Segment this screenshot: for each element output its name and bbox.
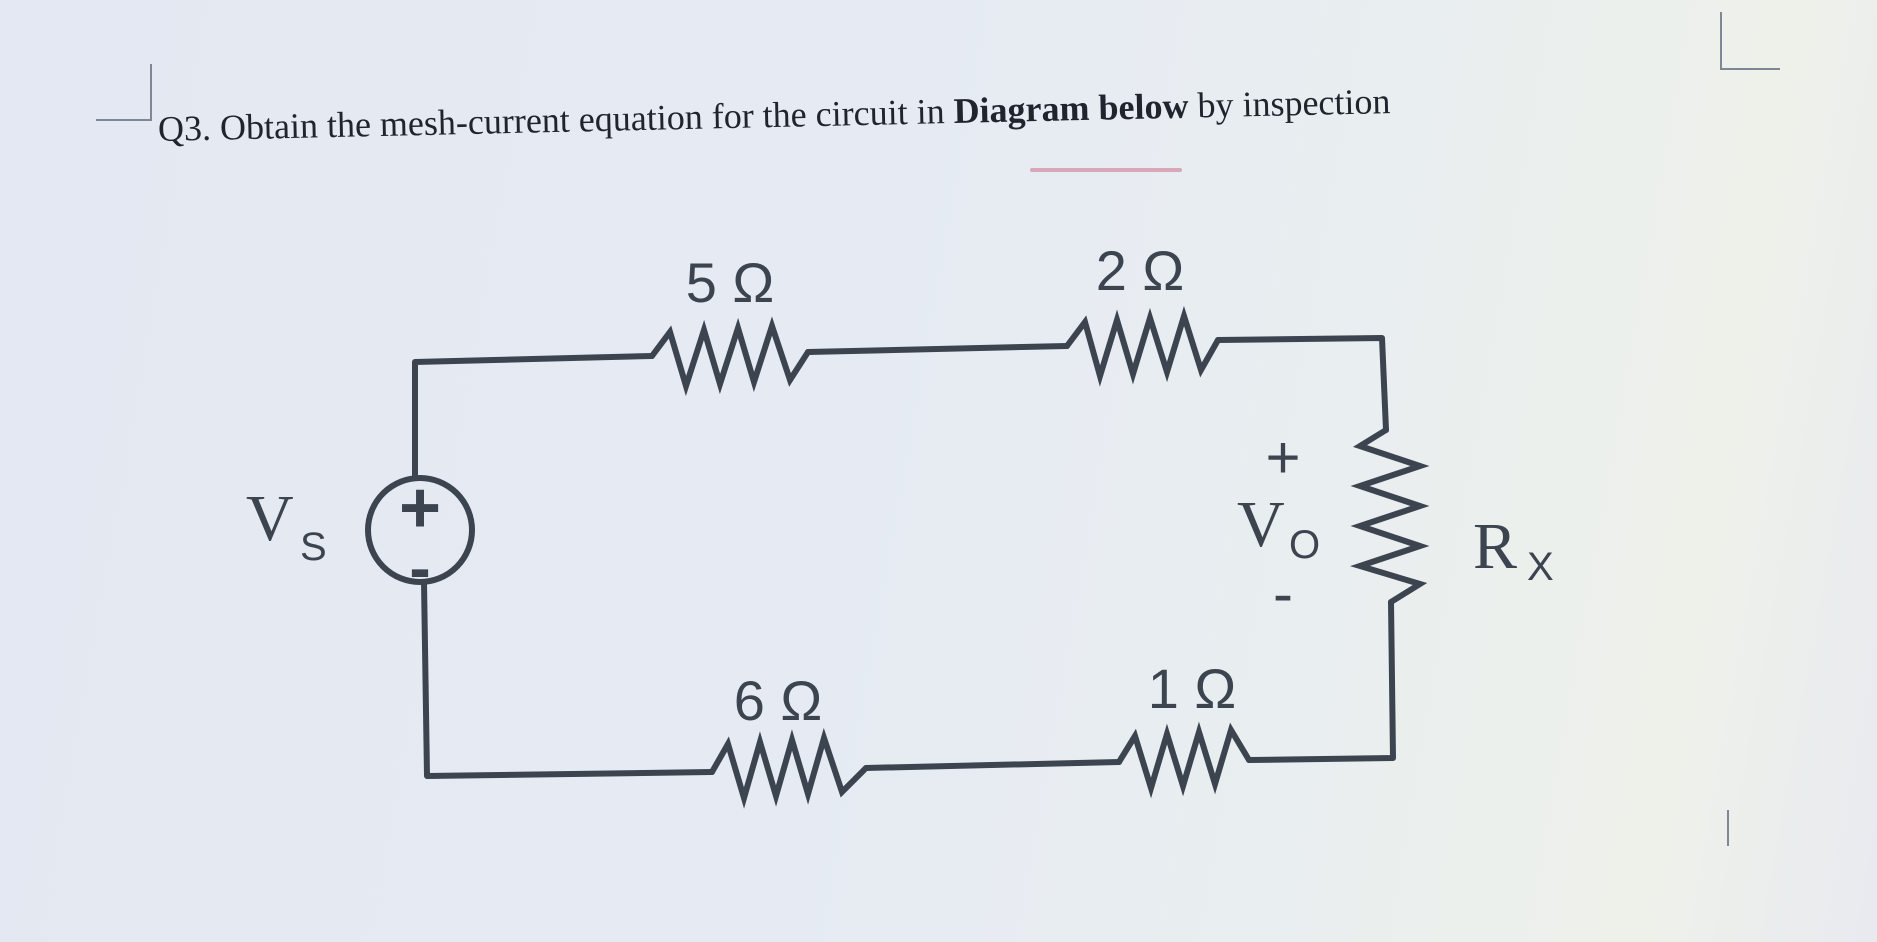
wire-left-bottom — [421, 579, 715, 779]
source-minus-sign: - — [409, 532, 430, 604]
resistor-rx-label-subscript: X — [1527, 545, 1554, 589]
source-label-subscript: S — [300, 525, 327, 569]
resistor-1-ohm-label: 1 Ω — [1148, 657, 1237, 720]
page-corner-mark — [1720, 68, 1780, 70]
resistor-2-ohm-label: 2 Ω — [1096, 239, 1185, 302]
resistor-rx — [1350, 427, 1430, 605]
wire-left-top — [412, 353, 655, 481]
wire-top-right — [1215, 335, 1389, 433]
resistor-1-ohm — [1116, 721, 1252, 799]
source-plus-sign: + — [399, 468, 441, 548]
output-label: V — [1237, 488, 1285, 561]
resistor-rx-label: R — [1473, 510, 1517, 583]
wire-right-bottom — [1246, 599, 1396, 763]
page-corner-mark — [1720, 12, 1722, 68]
page-corner-mark — [96, 119, 152, 121]
resistor-5-ohm — [649, 316, 811, 397]
resistor-6-ohm — [709, 727, 869, 809]
voltage-source-symbol — [365, 475, 475, 585]
wire-bottom-middle — [863, 759, 1122, 771]
resistor-5-ohm-label: 5 Ω — [686, 251, 775, 314]
underline-mark — [1030, 168, 1182, 172]
output-label-subscript: O — [1289, 523, 1320, 567]
text-cursor — [1727, 810, 1729, 846]
page-corner-mark — [150, 64, 152, 119]
source-label: V — [246, 482, 294, 555]
resistor-2-ohm — [1064, 305, 1221, 387]
output-minus-sign: - — [1273, 560, 1293, 627]
resistor-6-ohm-label: 6 Ω — [734, 669, 823, 732]
wire-top-middle — [805, 343, 1070, 355]
output-plus-sign: + — [1265, 424, 1300, 491]
